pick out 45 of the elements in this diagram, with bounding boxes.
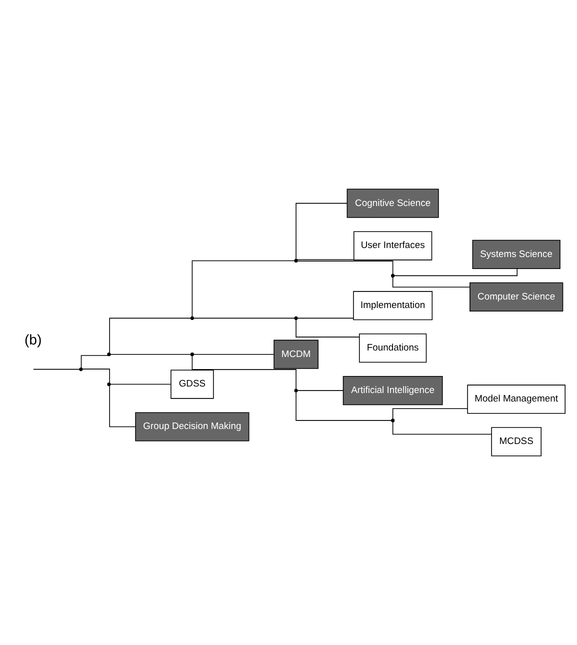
connector bbox=[392, 422, 492, 435]
label: (b) bbox=[24, 332, 42, 348]
node-point bbox=[294, 316, 298, 320]
node-box: User Interfaces bbox=[353, 231, 432, 260]
connector bbox=[82, 368, 110, 384]
connector bbox=[392, 408, 468, 420]
connector bbox=[110, 354, 192, 355]
node-point bbox=[294, 258, 298, 263]
node-box: Systems Science bbox=[472, 240, 560, 269]
connector bbox=[193, 318, 295, 319]
node-box: Cognitive Science bbox=[346, 188, 439, 218]
node-box: Computer Science bbox=[470, 282, 564, 312]
connector bbox=[109, 318, 192, 354]
connector bbox=[296, 392, 392, 421]
connector bbox=[394, 268, 518, 276]
connector bbox=[297, 260, 394, 275]
connector bbox=[297, 318, 354, 319]
connector bbox=[392, 277, 470, 288]
connector bbox=[296, 319, 360, 338]
connector bbox=[193, 354, 274, 355]
node-point bbox=[107, 382, 111, 386]
connector bbox=[110, 384, 172, 385]
node-point bbox=[391, 274, 395, 278]
connector bbox=[80, 355, 108, 368]
connector bbox=[296, 259, 354, 260]
connector bbox=[192, 356, 296, 390]
node-point bbox=[107, 352, 111, 356]
connector bbox=[192, 260, 295, 318]
node-box: MCDM bbox=[274, 340, 318, 369]
connector bbox=[296, 202, 348, 260]
node-point bbox=[190, 352, 194, 356]
node-point bbox=[294, 388, 298, 392]
connector bbox=[297, 390, 344, 391]
node-box: Group Decision Making bbox=[135, 412, 250, 442]
node-box: GDSS bbox=[170, 370, 214, 399]
node-box: Artificial Intelligence bbox=[342, 376, 443, 406]
node-point bbox=[391, 418, 395, 422]
node-box: Foundations bbox=[359, 334, 427, 363]
connector bbox=[33, 368, 80, 370]
node-point bbox=[79, 368, 83, 372]
node-box: Implementation bbox=[353, 291, 433, 320]
connector bbox=[109, 385, 136, 428]
node-point bbox=[190, 316, 194, 320]
node-box: MCDSS bbox=[491, 427, 542, 456]
node-box: Model Management bbox=[467, 384, 566, 414]
